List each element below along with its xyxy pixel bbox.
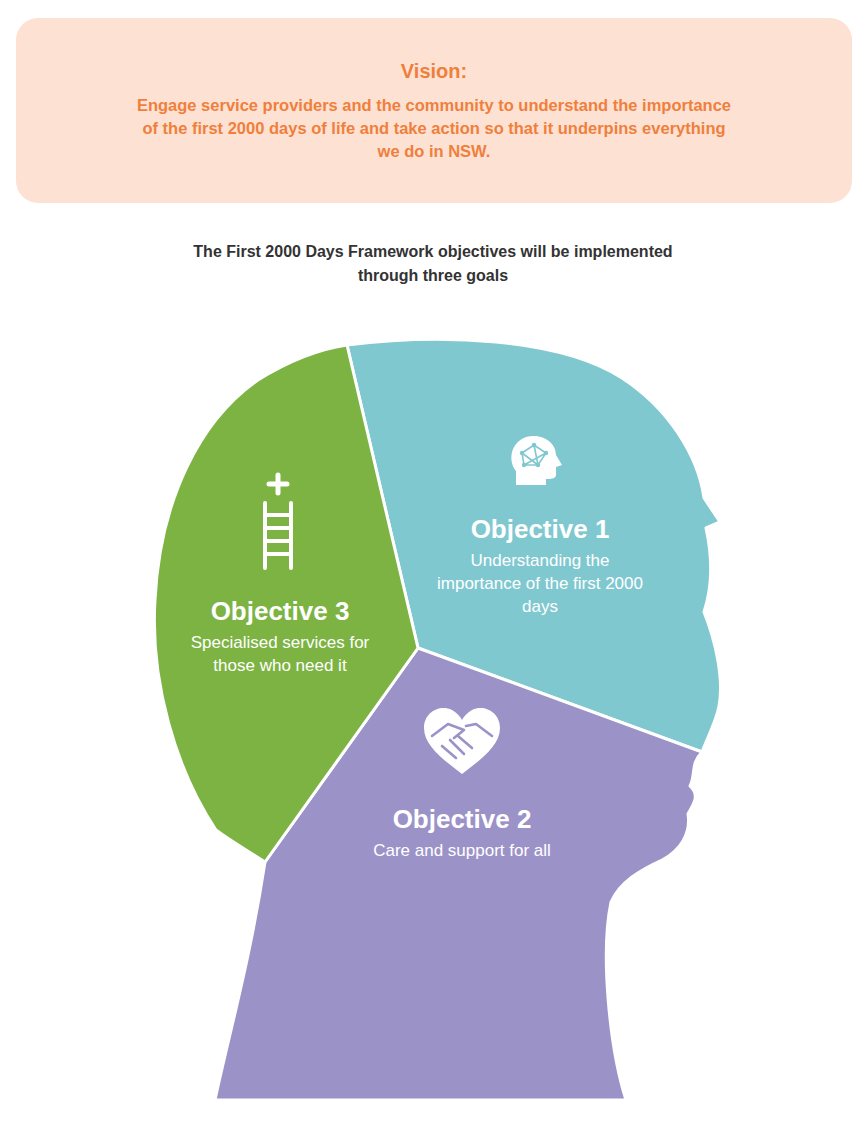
objective-region: Objective 1 Understanding the importance … xyxy=(435,513,645,618)
node-heading: Objective 1 xyxy=(435,513,645,545)
node-body: Care and support for all xyxy=(357,839,567,862)
node-heading: Vision: xyxy=(46,58,822,84)
green-region xyxy=(154,345,418,862)
vision-box: Vision: Engage service providers and the … xyxy=(16,18,852,203)
ladder-icon xyxy=(265,475,291,568)
node-heading: Objective 3 xyxy=(185,595,375,627)
objective-region: Objective 2 Care and support for all xyxy=(357,803,567,862)
node-body: Understanding the importance of the firs… xyxy=(435,549,645,618)
node-body: Specialised services for those who need … xyxy=(185,631,375,677)
subheading-label: The First 2000 Days Framework objectives… xyxy=(183,240,683,288)
heart-hands-icon xyxy=(424,708,500,774)
objective-region: Objective 3 Specialised services for thos… xyxy=(185,595,375,677)
node-heading: Objective 2 xyxy=(357,803,567,835)
brain-head-icon xyxy=(511,436,562,485)
node-body: Engage service providers and the communi… xyxy=(134,94,734,163)
